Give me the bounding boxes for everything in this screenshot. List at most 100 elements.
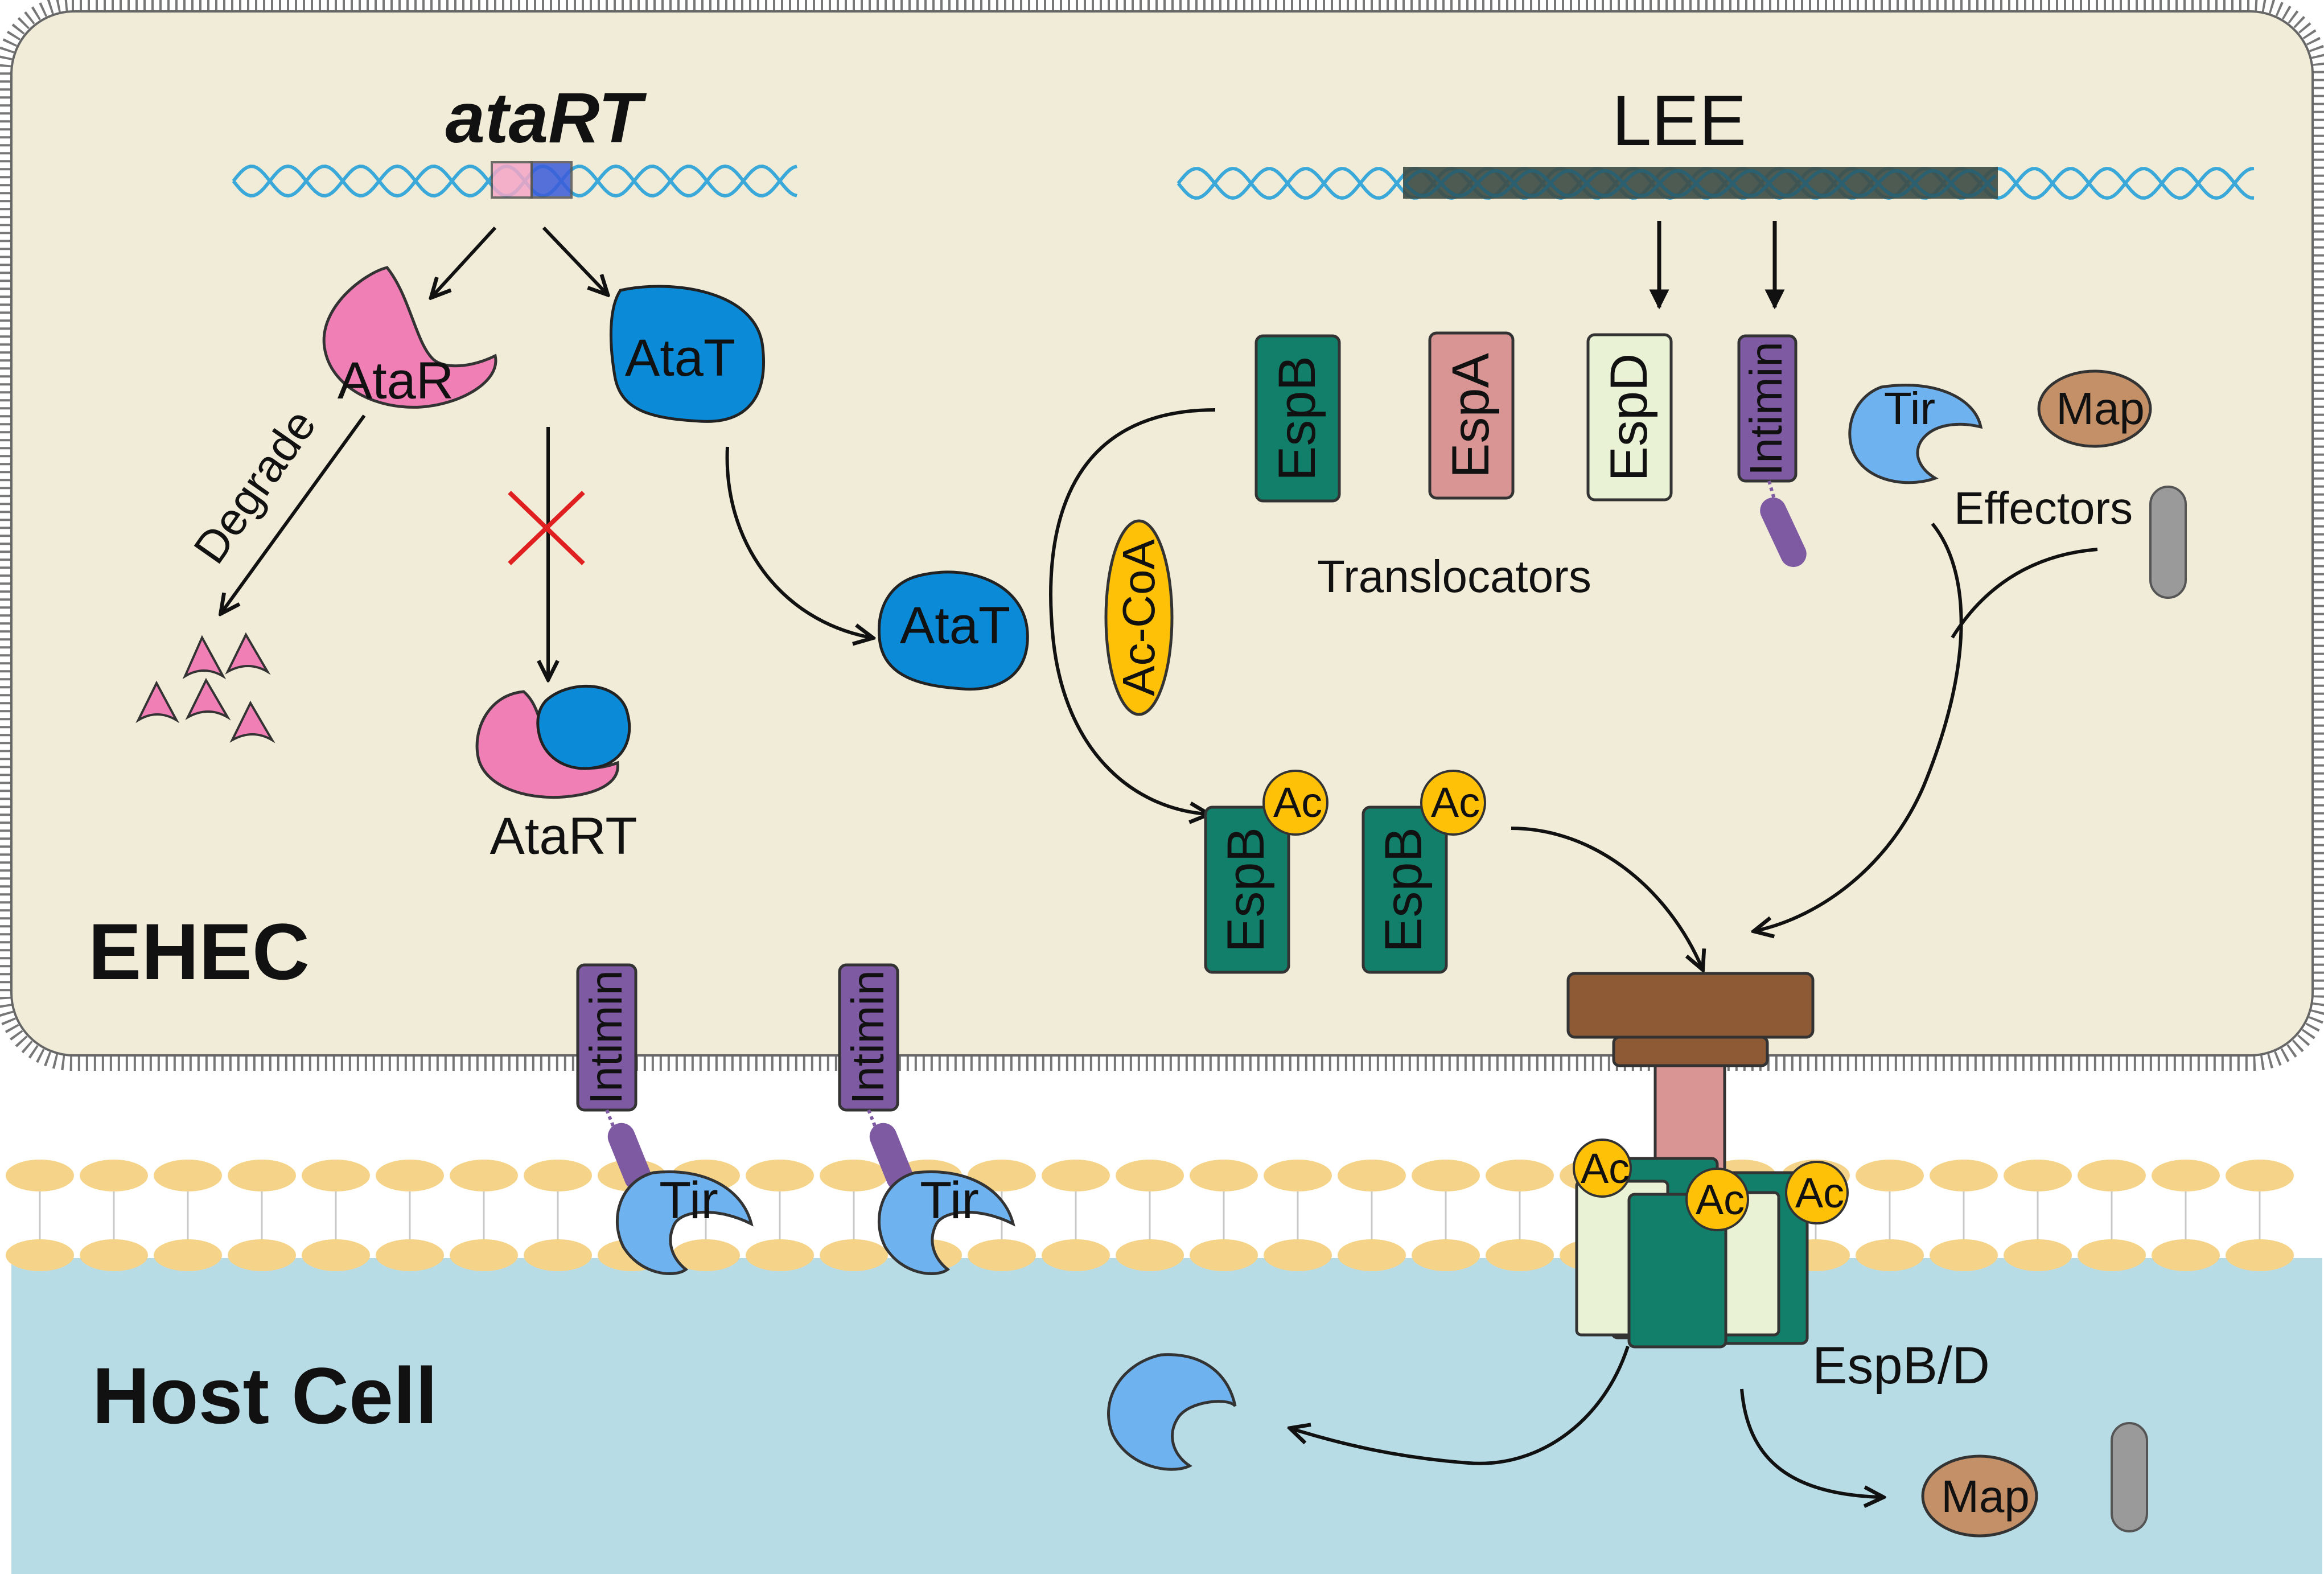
lipid-head <box>524 1239 592 1271</box>
svg-text:Intimin: Intimin <box>1741 342 1791 476</box>
acetylated-espb-2: EspB Ac <box>1362 770 1486 974</box>
lipid-head <box>376 1160 444 1191</box>
lipid-head <box>1264 1160 1332 1191</box>
effectors-label: Effectors <box>1954 483 2133 533</box>
svg-text:Ac: Ac <box>1795 1169 1844 1217</box>
lipid-head <box>1190 1239 1258 1271</box>
atat-release-arrow <box>725 446 871 638</box>
host-map-protein: Map <box>1921 1454 2038 1538</box>
lipid-head <box>1338 1239 1406 1271</box>
lipid-head <box>1190 1160 1258 1191</box>
svg-text:EspD: EspD <box>1600 354 1658 482</box>
svg-text:Ac-CoA: Ac-CoA <box>1113 539 1164 696</box>
lipid-head <box>1856 1160 1924 1191</box>
lipid-head <box>820 1160 888 1191</box>
translocators-label: Translocators <box>1317 551 1591 602</box>
lipid-head <box>968 1239 1036 1271</box>
lipid-head <box>2226 1239 2294 1271</box>
atat-label: AtaT <box>625 329 735 387</box>
map-delivery-arrow <box>1740 1388 1881 1497</box>
svg-text:EspA: EspA <box>1442 352 1500 478</box>
lipid-head <box>6 1160 74 1191</box>
svg-text:Tir: Tir <box>1884 383 1935 434</box>
host-membrane-bilayer <box>6 1160 2294 1271</box>
atart-complex <box>475 684 631 799</box>
espd-translocator: EspD <box>1586 333 1673 502</box>
atar-protein <box>322 266 497 409</box>
lipid-head <box>1116 1239 1184 1271</box>
atart-complex-label: AtaRT <box>490 807 637 865</box>
lee-gene-label: LEE <box>1612 81 1746 161</box>
host-tir-protein <box>1107 1353 1237 1471</box>
lipid-head <box>820 1239 888 1271</box>
svg-text:Map: Map <box>2056 383 2145 434</box>
lipid-head <box>1042 1239 1110 1271</box>
svg-text:Ac: Ac <box>1273 779 1322 826</box>
tir-delivery-arrow <box>1292 1346 1630 1465</box>
lipid-head <box>228 1239 296 1271</box>
grey-effector <box>2149 486 2187 599</box>
lipid-head <box>2078 1239 2146 1271</box>
espa-translocator: EspA <box>1428 331 1515 500</box>
svg-text:EspB: EspB <box>1375 827 1433 952</box>
atat-free-label: AtaT <box>900 597 1010 655</box>
lipid-head <box>1856 1239 1924 1271</box>
t3ss-injectisome: Ac Ac Ac <box>1566 972 1849 1349</box>
lipid-head <box>524 1160 592 1191</box>
svg-text:Intimin: Intimin <box>842 970 893 1104</box>
atart-gene-label: ataRT <box>445 79 647 158</box>
arrow-to-atat <box>542 226 606 293</box>
lipid-head <box>1412 1160 1480 1191</box>
lipid-head <box>2152 1239 2220 1271</box>
lipid-head <box>1116 1160 1184 1191</box>
host-cell-region-label: Host Cell <box>92 1351 438 1440</box>
intimin-tir-pair-2: Intimin Tir <box>838 963 1015 1275</box>
lee-dna <box>1177 166 2255 200</box>
lipid-head <box>302 1239 370 1271</box>
lipid-head <box>228 1160 296 1191</box>
svg-text:Ac: Ac <box>1581 1145 1630 1192</box>
acetylation-arrow <box>1049 408 1216 814</box>
atar-label: AtaR <box>338 352 454 410</box>
tir-effector: Tir <box>1848 383 1983 484</box>
lipid-head <box>154 1160 222 1191</box>
map-effector: Map <box>2037 369 2152 448</box>
lipid-head <box>450 1160 518 1191</box>
lipid-head <box>968 1160 1036 1191</box>
host-grey-effector <box>2111 1422 2148 1532</box>
lipid-head <box>6 1239 74 1271</box>
lipid-head <box>672 1239 740 1271</box>
intimin-lee: Intimin <box>1737 334 1807 568</box>
lipid-head <box>376 1239 444 1271</box>
svg-text:EspB: EspB <box>1217 827 1275 952</box>
lipid-head <box>1486 1160 1554 1191</box>
atat-protein <box>609 285 765 423</box>
ehec-bacterium <box>0 0 2324 1071</box>
lipid-head <box>1338 1160 1406 1191</box>
espb-to-t3ss-arrow <box>1511 827 1702 968</box>
lipid-head <box>1930 1160 1998 1191</box>
svg-text:EspB: EspB <box>1268 356 1326 481</box>
lipid-head <box>746 1239 814 1271</box>
lipid-head <box>80 1160 148 1191</box>
svg-text:Ac: Ac <box>1696 1176 1745 1223</box>
acetylated-espb-1: EspB Ac <box>1204 770 1328 974</box>
lipid-head <box>1486 1239 1554 1271</box>
lipid-head <box>302 1160 370 1191</box>
lipid-head <box>1930 1239 1998 1271</box>
svg-text:Tir: Tir <box>920 1172 979 1230</box>
effector-join-line <box>1951 548 2098 639</box>
lipid-head <box>154 1239 222 1271</box>
espbd-pore-label: EspB/D <box>1812 1337 1990 1395</box>
lipid-head <box>2004 1239 2072 1271</box>
degrade-arrow <box>222 414 366 612</box>
lipid-head <box>80 1239 148 1271</box>
lipid-head <box>1042 1160 1110 1191</box>
arrow-to-atar <box>433 226 497 296</box>
intimin-tir-pair-1: Intimin Tir <box>576 963 754 1275</box>
espb-translocator: EspB <box>1254 334 1341 503</box>
lipid-head <box>2078 1160 2146 1191</box>
red-cross-icon <box>508 491 585 565</box>
effectors-to-t3ss-arrow <box>1756 523 1963 931</box>
